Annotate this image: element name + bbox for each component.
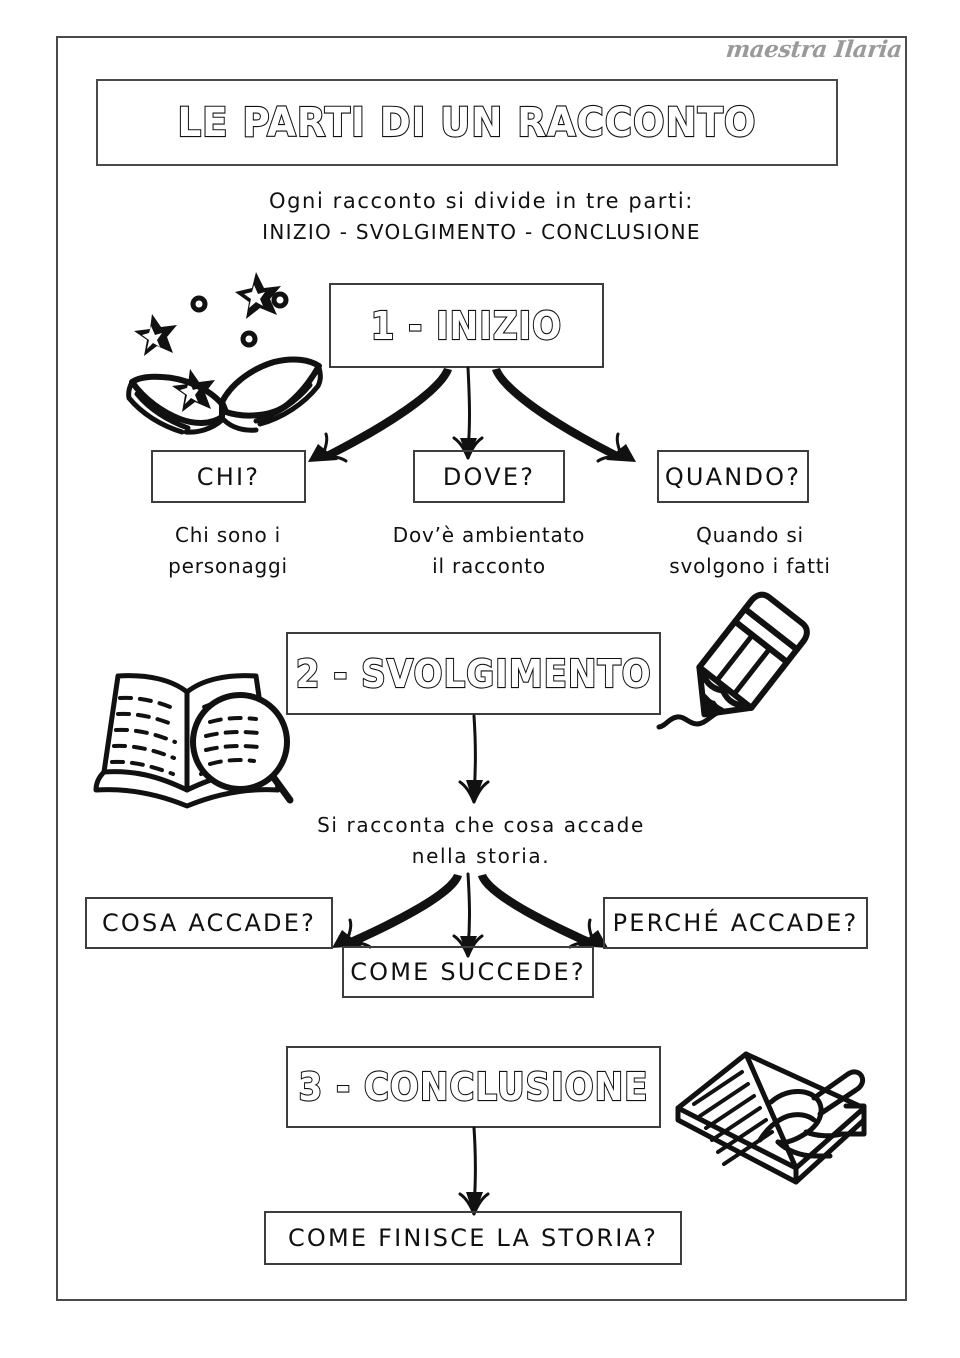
question-label-perche-accade: PERCHÉ ACCADE?: [612, 909, 859, 937]
question-box-cosa-accade: COSA ACCADE?: [85, 897, 333, 949]
page-border: [56, 36, 907, 1301]
step-box-conclusione: 3 - CONCLUSIONE: [286, 1046, 661, 1128]
pencil-icon: [656, 591, 810, 730]
open-book-with-stars-icon: [126, 272, 323, 435]
question-box-chi: CHI?: [151, 450, 306, 503]
arrow-svolgimento-down: [458, 714, 490, 804]
question-label-chi: CHI?: [196, 462, 261, 491]
caption-dove: Dov’è ambientato il racconto: [349, 520, 629, 582]
question-label-dove: DOVE?: [442, 462, 536, 491]
watermark-maestra-ilaria: maestra Ilaria: [724, 36, 904, 63]
caption-chi-line-2: personaggi: [168, 554, 288, 578]
subtitle: Ogni racconto si divide in tre parti: IN…: [56, 186, 907, 248]
question-box-perche-accade: PERCHÉ ACCADE?: [603, 897, 868, 949]
book-magnifier-icon: [93, 673, 294, 809]
caption-quando-line-2: svolgono i fatti: [669, 554, 831, 578]
step-label-conclusione: 3 - CONCLUSIONE: [298, 1064, 649, 1110]
hand-writing-notebook-icon: [675, 1051, 867, 1185]
arrow-conclusione-down: [458, 1126, 490, 1216]
caption-chi-line-1: Chi sono i: [174, 523, 282, 547]
question-label-quando: QUANDO?: [664, 462, 802, 491]
note-svolgimento-line-2: nella storia.: [411, 844, 551, 868]
question-box-come-succede: COME SUCCEDE?: [342, 946, 594, 998]
caption-chi: Chi sono i personaggi: [128, 520, 328, 582]
arrows-from-inizio: [308, 366, 636, 463]
subtitle-line-1: Ogni racconto si divide in tre parti:: [269, 189, 694, 213]
note-svolgimento: Si racconta che cosa accade nella storia…: [256, 810, 706, 872]
question-box-come-finisce: COME FINISCE LA STORIA?: [264, 1211, 682, 1265]
page-title: LE PARTI DI UN RACCONTO: [176, 98, 757, 146]
step-label-svolgimento: 2 - SVOLGIMENTO: [295, 650, 652, 696]
note-svolgimento-line-1: Si racconta che cosa accade: [317, 813, 645, 837]
step-box-inizio: 1 - INIZIO: [329, 283, 604, 368]
caption-dove-line-1: Dov’è ambientato: [392, 523, 586, 547]
question-box-dove: DOVE?: [413, 450, 565, 503]
title-frame: LE PARTI DI UN RACCONTO: [96, 79, 838, 166]
caption-dove-line-2: il racconto: [432, 554, 546, 578]
step-label-inizio: 1 - INIZIO: [370, 302, 563, 348]
caption-quando-line-1: Quando si: [696, 523, 804, 547]
question-label-come-finisce: COME FINISCE LA STORIA?: [287, 1224, 659, 1252]
question-label-come-succede: COME SUCCEDE?: [350, 958, 586, 986]
step-box-svolgimento: 2 - SVOLGIMENTO: [286, 632, 661, 715]
question-box-quando: QUANDO?: [657, 450, 809, 503]
question-label-cosa-accade: COSA ACCADE?: [101, 909, 317, 937]
caption-quando: Quando si svolgono i fatti: [625, 520, 875, 582]
subtitle-line-2: INIZIO - SVOLGIMENTO - CONCLUSIONE: [262, 220, 701, 244]
